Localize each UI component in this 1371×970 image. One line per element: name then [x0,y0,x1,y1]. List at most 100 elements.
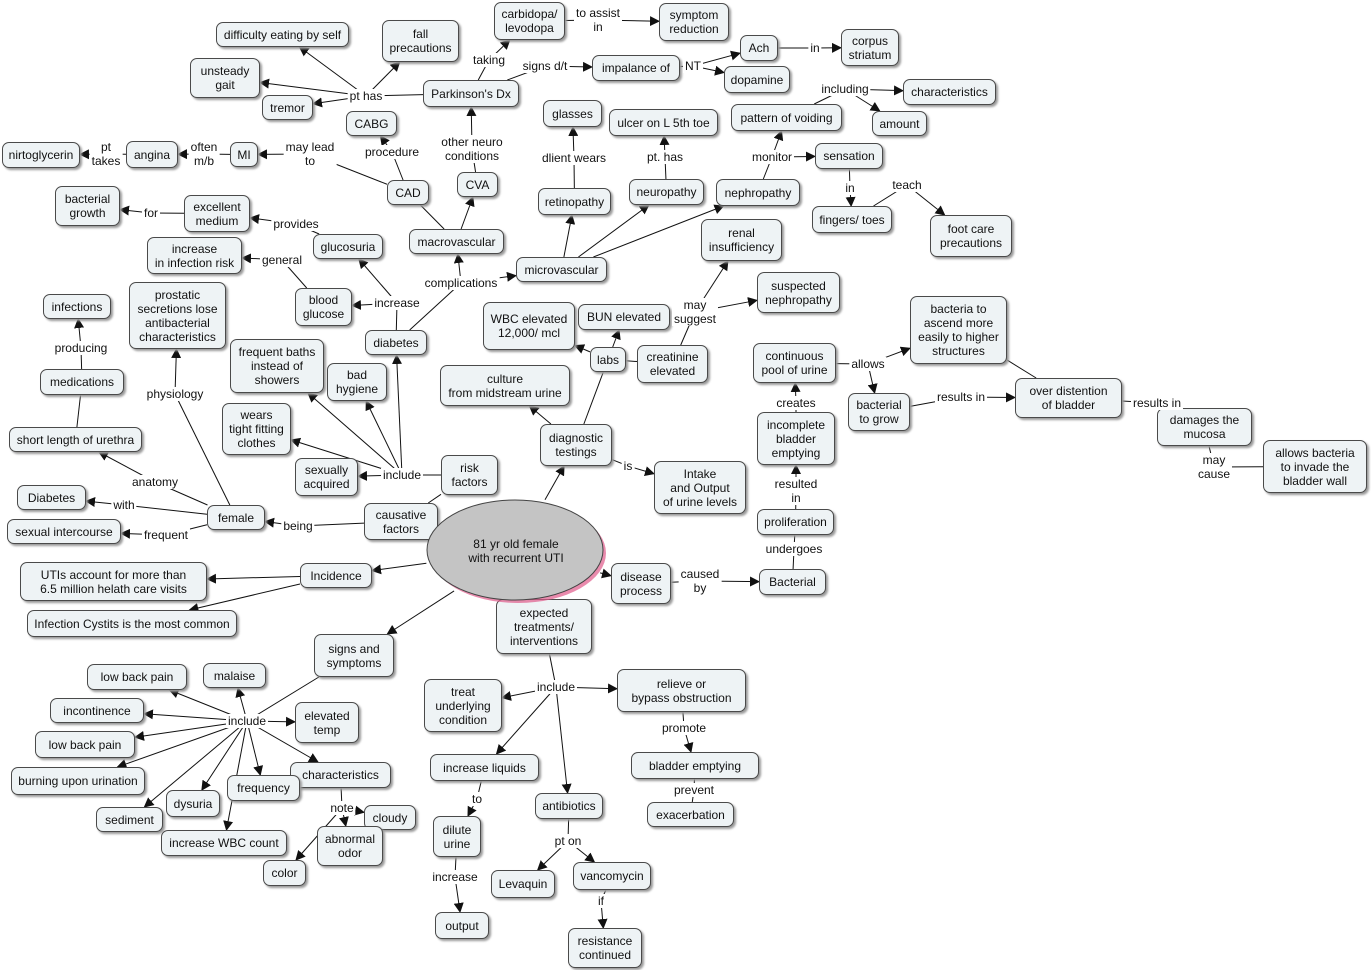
concept-short-urethra[interactable]: short length of urethra [9,427,142,452]
concept-vancomycin[interactable]: vancomycin [573,862,651,890]
concept-carbidopa[interactable]: carbidopa/ levodopa [494,2,565,40]
concept-levaquin[interactable]: Levaquin [491,870,555,898]
concept-difficulty[interactable]: difficulty eating by self [216,22,349,47]
concept-medications[interactable]: medications [40,369,124,395]
concept-cva[interactable]: CVA [457,172,498,197]
link-label: increase [372,296,422,310]
concept-signs[interactable]: signs and symptoms [314,634,394,677]
concept-incidence[interactable]: Incidence [300,563,372,588]
concept-unsteady[interactable]: unsteady gait [190,58,260,98]
concept-treat[interactable]: treat underlying condition [424,679,502,732]
concept-bun[interactable]: BUN elevated [578,304,670,330]
concept-micro[interactable]: microvascular [516,257,607,282]
concept-wbc-count[interactable]: increase WBC count [161,830,287,856]
concept-retinopathy[interactable]: retinopathy [538,188,611,215]
concept-color[interactable]: color [263,860,306,886]
concept-antibiotics[interactable]: antibiotics [535,793,603,819]
concept-ulcer[interactable]: ulcer on L 5th toe [609,109,718,136]
concept-sexual[interactable]: sexual intercourse [7,519,121,544]
concept-glucosuria[interactable]: glucosuria [313,234,383,259]
concept-resistance[interactable]: resistance continued [568,928,642,968]
concept-impalance[interactable]: impalance of [592,55,680,81]
concept-culture[interactable]: culture from midstream urine [440,365,570,406]
central-topic[interactable]: 81 yr old female with recurrent UTI [424,497,608,605]
concept-allows-bacteria[interactable]: allows bacteria to invade the bladder wa… [1263,440,1367,493]
concept-bad-hygiene[interactable]: bad hygiene [327,363,387,401]
concept-lbp1[interactable]: low back pain [87,664,187,690]
concept-frequency[interactable]: frequency [227,775,300,801]
concept-wears[interactable]: wears tight fitting clothes [222,403,291,455]
concept-burning[interactable]: burning upon urination [11,767,145,795]
concept-bact-growth[interactable]: bacterial growth [55,186,120,226]
concept-utis[interactable]: UTIs account for more than 6.5 million h… [20,562,207,601]
concept-disease[interactable]: disease process [611,563,671,604]
concept-bacteria-ascend[interactable]: bacteria to ascend more easily to higher… [910,296,1007,364]
concept-bladder-emptying[interactable]: bladder emptying [631,752,759,779]
concept-characteristics-top[interactable]: characteristics [903,79,996,105]
concept-characteristics-bot[interactable]: characteristics [290,762,391,788]
concept-relieve[interactable]: relieve or bypass obstruction [617,669,746,712]
concept-labs[interactable]: labs [590,347,626,372]
concept-symptom-red[interactable]: symptom reduction [659,3,729,41]
concept-sediment[interactable]: sediment [96,807,163,832]
concept-causative[interactable]: causative factors [364,503,438,540]
concept-nitro[interactable]: nirtoglycerin [2,142,80,168]
concept-proliferation[interactable]: proliferation [757,509,834,535]
concept-cad[interactable]: CAD [387,180,429,205]
concept-creatinine[interactable]: creatinine elevated [637,345,708,383]
concept-malaise[interactable]: malaise [203,663,266,688]
concept-parkinsons[interactable]: Parkinson's Dx [423,80,519,107]
concept-bact-grow[interactable]: bacterial to grow [848,393,910,431]
concept-wbc[interactable]: WBC elevated 12,000/ mcl [483,302,575,350]
concept-exacerbation[interactable]: exacerbation [647,802,734,827]
concept-lbp2[interactable]: low back pain [35,731,135,758]
concept-freq-baths[interactable]: frequent baths instead of showers [230,339,324,393]
concept-cabg[interactable]: CABG [346,111,397,136]
concept-diagnostic[interactable]: diagnostic testings [540,424,612,466]
concept-damages[interactable]: damages the mucosa [1157,408,1252,446]
concept-prostatic[interactable]: prostatic secretions lose antibacterial … [129,282,226,349]
concept-incontinence[interactable]: incontinence [50,698,144,723]
concept-excellent[interactable]: excellent medium [184,195,250,232]
concept-suspected[interactable]: suspected nephropathy [757,272,840,313]
concept-glasses[interactable]: glasses [543,100,602,127]
concept-risk[interactable]: risk factors [441,455,498,495]
concept-dilute[interactable]: dilute urine [433,816,481,857]
concept-elevated-temp[interactable]: elevated temp [295,702,359,743]
concept-bacterial-node[interactable]: Bacterial [759,569,826,595]
concept-dopamine[interactable]: dopamine [724,66,790,93]
concept-sexually[interactable]: sexually acquired [295,458,358,496]
concept-mi[interactable]: MI [230,142,258,167]
concept-cloudy[interactable]: cloudy [364,805,416,830]
concept-over-distention[interactable]: over distention of bladder [1015,378,1122,418]
concept-renal[interactable]: renal insufficiency [701,219,782,261]
concept-nephropathy[interactable]: nephropathy [716,179,800,206]
concept-neuropathy[interactable]: neuropathy [629,179,704,205]
concept-continuous[interactable]: continuous pool of urine [753,343,836,383]
concept-tremor[interactable]: tremor [262,95,313,120]
concept-footcare[interactable]: foot care precautions [930,215,1012,257]
concept-macro[interactable]: macrovascular [409,229,504,254]
concept-voiding[interactable]: pattern of voiding [731,104,842,131]
concept-blood-glucose[interactable]: blood glucose [295,288,352,326]
concept-cystitis[interactable]: Infection Cystits is the most common [27,610,237,637]
concept-dysuria[interactable]: dysuria [166,790,220,817]
concept-expected[interactable]: expected treatments/ interventions [496,599,592,654]
concept-intake[interactable]: Intake and Output of urine levels [654,461,746,514]
concept-female[interactable]: female [207,505,265,530]
concept-output[interactable]: output [435,912,489,939]
concept-sensation[interactable]: sensation [815,143,883,169]
concept-incomplete[interactable]: incomplete bladder emptying [757,412,835,465]
concept-infections[interactable]: infections [43,294,111,319]
concept-fingers[interactable]: fingers/ toes [812,206,892,233]
concept-fall[interactable]: fall precautions [382,20,459,62]
concept-amount[interactable]: amount [872,111,927,136]
concept-abnormal-odor[interactable]: abnormal odor [317,826,383,866]
concept-corpus[interactable]: corpus striatum [841,29,899,66]
concept-increase-liquids[interactable]: increase liquids [430,754,539,781]
concept-diabetes[interactable]: diabetes [365,330,427,355]
concept-angina[interactable]: angina [126,141,178,168]
concept-infection-risk[interactable]: increase in infection risk [147,237,242,274]
concept-ach[interactable]: Ach [740,35,778,61]
concept-diabetes2[interactable]: Diabetes [17,485,86,510]
